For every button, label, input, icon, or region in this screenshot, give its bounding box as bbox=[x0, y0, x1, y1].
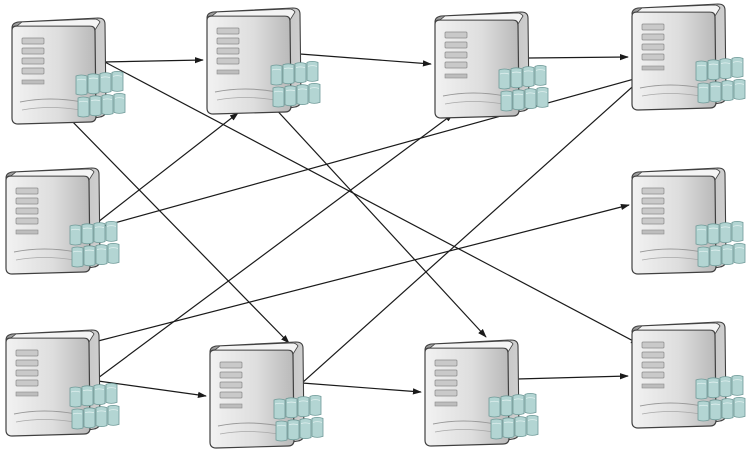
server-tower-icon bbox=[631, 3, 727, 111]
connection-arrow-r3c2-to-r3c3 bbox=[301, 382, 422, 395]
connection-arrow-r1c1-to-r3c2 bbox=[65, 114, 290, 344]
storage-disks-icon bbox=[69, 383, 120, 430]
server-node-r3c3 bbox=[424, 339, 539, 447]
connection-arrow-r3c1-to-r2c4 bbox=[97, 203, 630, 342]
server-tower-icon bbox=[209, 341, 305, 449]
server-node-r1c1 bbox=[11, 17, 126, 125]
connections bbox=[65, 53, 657, 399]
server-node-r1c3 bbox=[434, 11, 549, 119]
storage-disks-icon bbox=[69, 221, 120, 268]
storage-disks-icon bbox=[75, 71, 126, 118]
server-node-r3c2 bbox=[209, 341, 324, 449]
storage-disks-icon bbox=[498, 65, 549, 112]
connection-arrow-r1c3-to-r1c4 bbox=[528, 53, 629, 61]
connection-arrow-r1c1-to-r1c2 bbox=[102, 57, 204, 64]
connection-arrow-r3c3-to-r3c4 bbox=[516, 373, 629, 380]
server-node-r2c1 bbox=[5, 167, 120, 275]
server-node-r1c4 bbox=[631, 3, 746, 111]
storage-disks-icon bbox=[273, 395, 324, 442]
connection-arrow-r1c1-to-r3c4 bbox=[100, 59, 640, 345]
connection-arrow-r2c1-to-r1c4 bbox=[99, 72, 657, 228]
connection-arrow-r2c1-to-r1c2 bbox=[97, 112, 239, 223]
server-node-r2c4 bbox=[631, 167, 746, 275]
server-node-r3c1 bbox=[5, 329, 120, 437]
storage-disks-icon bbox=[270, 61, 321, 108]
connection-arrow-r1c2-to-r3c3 bbox=[271, 104, 487, 338]
server-node-r1c2 bbox=[206, 7, 321, 115]
server-tower-icon bbox=[424, 339, 520, 447]
server-node-r3c4 bbox=[631, 321, 746, 429]
storage-disks-icon bbox=[695, 221, 746, 268]
server-tower-icon bbox=[11, 17, 107, 125]
storage-disks-icon bbox=[695, 375, 746, 422]
server-tower-icon bbox=[631, 321, 727, 429]
storage-disks-icon bbox=[695, 57, 746, 104]
connection-arrow-r3c1-to-r1c3 bbox=[97, 113, 454, 379]
connection-arrow-r1c2-to-r1c3 bbox=[299, 53, 432, 67]
connection-arrow-r3c1-to-r3c2 bbox=[97, 380, 207, 399]
servers bbox=[5, 3, 746, 449]
connection-arrow-r3c2-to-r1c4 bbox=[301, 70, 651, 384]
storage-disks-icon bbox=[488, 393, 539, 440]
